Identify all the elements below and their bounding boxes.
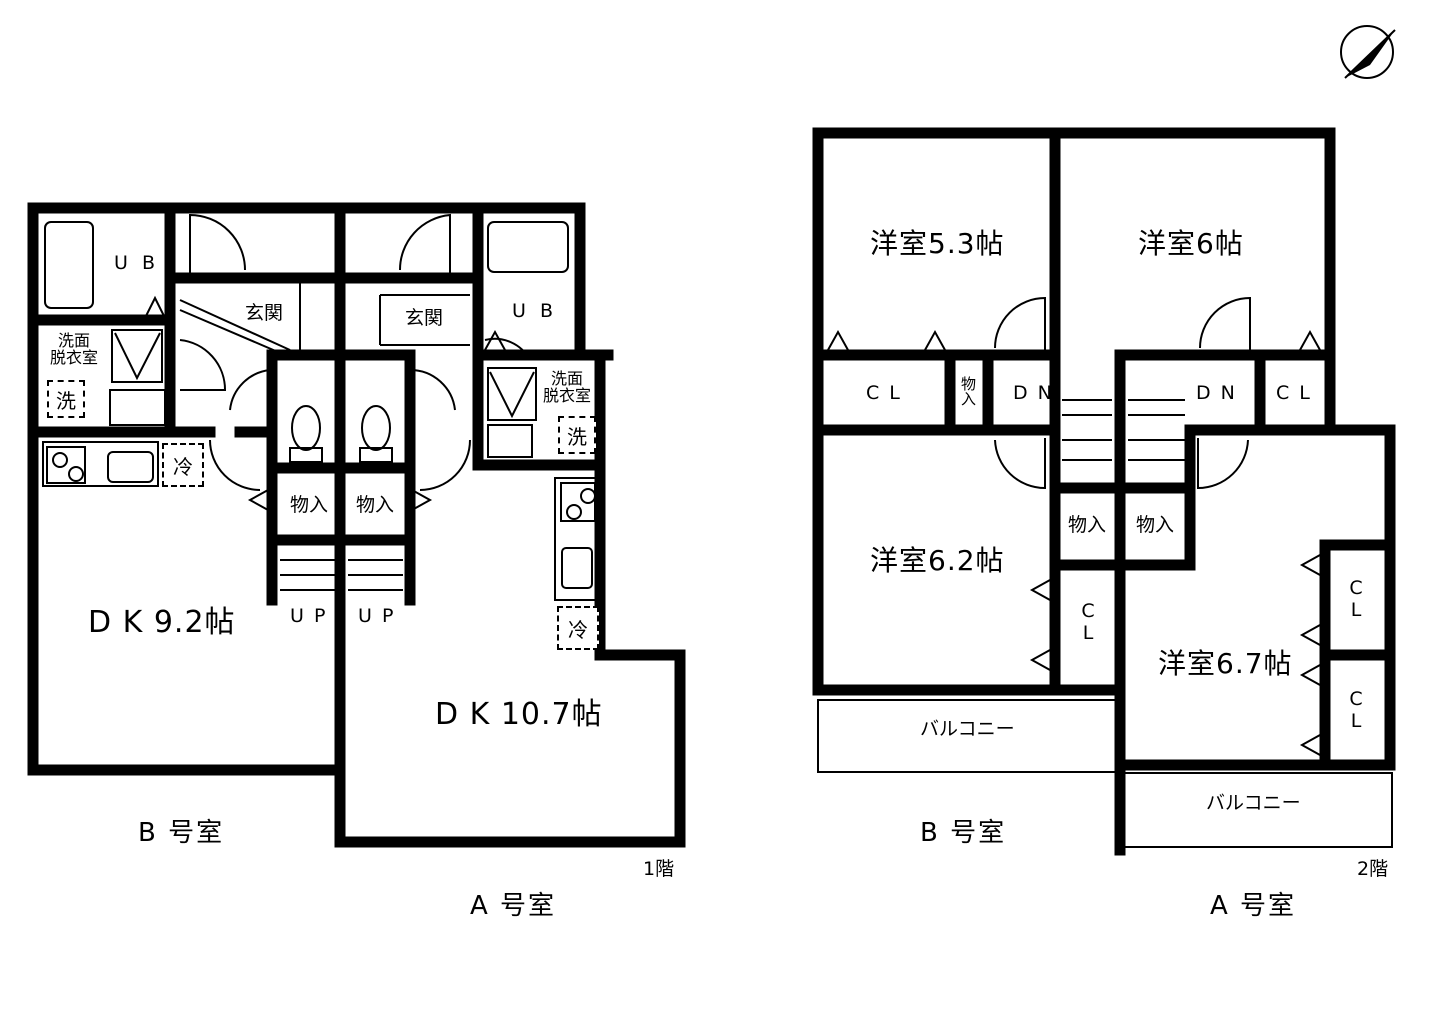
floor2-walls (812, 127, 1396, 856)
floor2-label: 2階 (1357, 858, 1389, 880)
floor1-walls (27, 202, 686, 848)
closet-a2: CL (1345, 688, 1367, 732)
washer-icon-a: 洗 (558, 416, 596, 454)
balcony-a: バルコニー (1206, 792, 1301, 814)
storage-a2: 物入 (1136, 514, 1175, 536)
room-western-62: 洋室6.2帖 (870, 544, 1005, 577)
room-western-6: 洋室6帖 (1138, 227, 1244, 260)
room-storage-a: 物入 (356, 494, 395, 516)
room-storage-b: 物入 (290, 494, 329, 516)
floor1-label: 1階 (643, 858, 675, 880)
room-senmen-a: 洗面 脱衣室 (543, 369, 592, 405)
room-genkan-b: 玄関 (245, 302, 284, 324)
fridge-icon-a: 冷 (557, 606, 599, 650)
stove-icon-b (46, 446, 86, 484)
room-western-67: 洋室6.7帖 (1158, 647, 1293, 680)
washer-icon-b: 洗 (47, 380, 85, 418)
closet-left: C L (866, 382, 902, 404)
balcony-b: バルコニー (920, 718, 1015, 740)
stove-icon-a (560, 482, 596, 522)
floor1-thin-lines (28, 213, 685, 847)
stairs-down-b: D N (1013, 382, 1054, 404)
closet-right: C L (1276, 382, 1312, 404)
room-dk-a: D K 10.7帖 (435, 697, 603, 732)
storage-small: 物入 (959, 376, 977, 406)
room-genkan-a: 玄関 (405, 307, 444, 329)
closet-a1: CL (1345, 577, 1367, 621)
fridge-icon-b: 冷 (162, 443, 204, 487)
floor2-unit-b-label: B 号室 (920, 818, 1007, 848)
floor2-thin-lines (813, 128, 1395, 848)
room-ub-a: U B (512, 300, 557, 322)
room-ub-b: U B (114, 252, 159, 274)
floor1-door-marks (144, 295, 506, 511)
room-dk-b: D K 9.2帖 (88, 605, 236, 640)
stairs-down-a: D N (1196, 382, 1237, 404)
floor1-unit-a-label: A 号室 (470, 891, 557, 921)
stairs-up-a: U P (358, 605, 396, 627)
floor1-unit-b-label: B 号室 (138, 818, 225, 848)
stairs-up-b: U P (290, 605, 328, 627)
floor2-unit-a-label: A 号室 (1210, 891, 1297, 921)
closet-small: CL (1077, 600, 1099, 644)
room-senmen-b: 洗面 脱衣室 (50, 331, 99, 367)
storage-b2: 物入 (1068, 514, 1107, 536)
north-arrow-icon (1340, 25, 1396, 79)
room-western-53: 洋室5.3帖 (870, 227, 1005, 260)
